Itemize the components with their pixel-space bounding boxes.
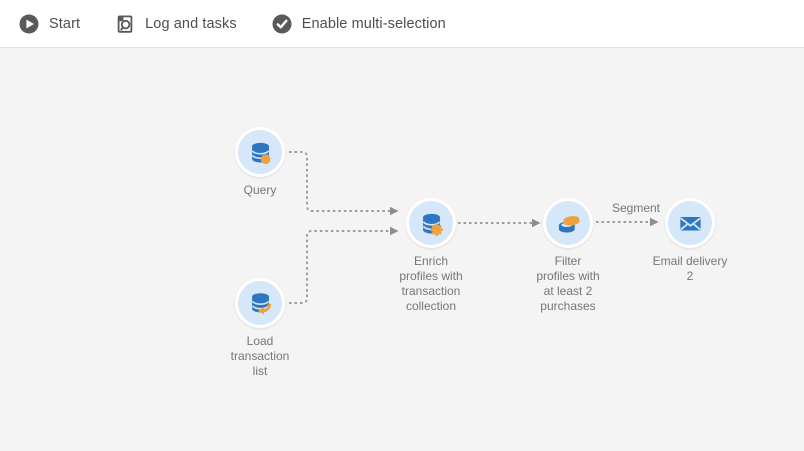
- segment-transition-label[interactable]: Segment: [611, 201, 660, 215]
- log-and-tasks-button[interactable]: Log and tasks: [114, 13, 237, 35]
- check-circle-icon: [272, 14, 292, 33]
- filter-node-label: Filter profiles with at least 2 purchase…: [536, 254, 600, 313]
- email-node-label: Email delivery 2: [652, 254, 728, 283]
- workflow-node-load-transaction-list[interactable]: Load transaction list: [200, 278, 320, 379]
- enable-multi-selection-button[interactable]: Enable multi-selection: [271, 13, 446, 35]
- enrich-node-circle[interactable]: [406, 198, 456, 248]
- email-node-circle[interactable]: [665, 198, 715, 248]
- start-button-label: Start: [49, 15, 81, 32]
- workflow-node-filter-profiles[interactable]: Filter profiles with at least 2 purchase…: [508, 198, 628, 314]
- workflow-canvas[interactable]: Segment Query Load transacti: [0, 48, 804, 450]
- enrichment-database-icon: [422, 213, 443, 236]
- start-button[interactable]: Start: [18, 13, 80, 35]
- workflow-node-email-delivery-2[interactable]: Email delivery 2: [630, 198, 750, 284]
- load-node-circle[interactable]: [235, 278, 285, 328]
- filter-node-circle[interactable]: [543, 198, 593, 248]
- enable-multi-selection-label: Enable multi-selection: [301, 15, 446, 32]
- log-and-tasks-label: Log and tasks: [145, 15, 237, 32]
- filter-segmentation-icon: [558, 215, 579, 232]
- play-circle-icon: [19, 14, 39, 33]
- query-node-circle[interactable]: [235, 127, 285, 177]
- load-database-icon: [251, 292, 271, 315]
- workflow-node-enrich-profiles[interactable]: Enrich profiles with transaction collect…: [371, 198, 491, 314]
- email-envelope-icon: [679, 216, 701, 230]
- workflow-toolbar: Start Log and tasks Enable multi-selecti…: [0, 0, 804, 48]
- workflow-node-query[interactable]: Query: [200, 127, 320, 198]
- log-and-tasks-icon: [117, 15, 133, 33]
- query-database-icon: [251, 142, 271, 164]
- query-node-label: Query: [243, 183, 277, 197]
- enrich-node-label: Enrich profiles with transaction collect…: [399, 254, 463, 313]
- load-node-label: Load transaction list: [230, 334, 290, 378]
